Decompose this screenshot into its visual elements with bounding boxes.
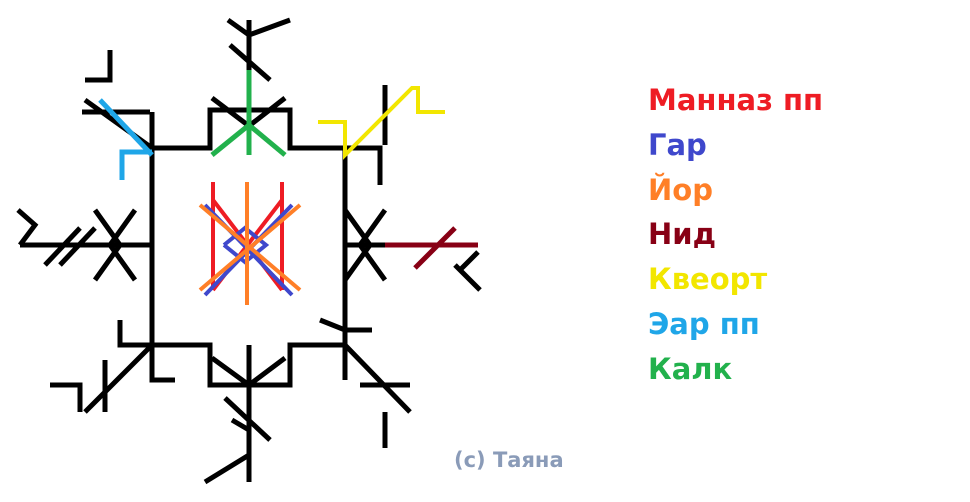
arm-right-branch-1 xyxy=(342,208,374,282)
arm-top-branch-2 xyxy=(228,43,272,82)
legend-item-mannaz: Манназ пп xyxy=(648,83,824,117)
arm-lower-left xyxy=(83,343,154,414)
arm-right-branch-2 xyxy=(356,208,388,282)
arm-left-branch-3 xyxy=(16,208,39,247)
arm-lower-left-branch-3 xyxy=(50,382,83,412)
arm-lower-left-branch-1 xyxy=(117,320,195,348)
arm-upper-right-branch-1 xyxy=(345,145,383,185)
arm-bottom-branch-2 xyxy=(223,396,272,442)
rune-ior xyxy=(198,182,302,305)
arm-lower-left-branch-2 xyxy=(149,300,175,383)
arm-right-branch-4 xyxy=(458,250,480,272)
arm-left-branch-2 xyxy=(106,208,138,282)
arm-bottom-branch-4 xyxy=(230,417,251,433)
legend-item-gar: Гар xyxy=(648,127,707,162)
arm-left-branch-4 xyxy=(43,226,82,267)
legend-item-ear: Эар пп xyxy=(648,306,760,341)
legend-item-kalk: Калк xyxy=(648,351,733,386)
arm-upper-left-branch-1 xyxy=(85,50,113,83)
rune-nid xyxy=(385,226,478,270)
arm-lower-right xyxy=(343,343,412,414)
arm-bottom-branch-1 xyxy=(210,355,287,389)
legend-item-ior: Йор xyxy=(648,172,713,207)
base-stave xyxy=(16,17,482,485)
arm-lower-right-branch-2 xyxy=(319,317,372,333)
rune-ear xyxy=(98,98,154,180)
arm-bottom-branch-3 xyxy=(203,452,251,485)
legend: Манназ пп Гар Йор Нид Квеорт Эар пп Калк xyxy=(648,78,823,392)
copyright-text: (c) Таяна xyxy=(454,448,564,472)
legend-item-nid: Нид xyxy=(648,217,717,252)
arm-left-branch-1 xyxy=(92,208,124,282)
arm-top-branch-1 xyxy=(226,17,291,38)
arm-lower-right-branch-1 xyxy=(295,342,348,380)
rune-kalk xyxy=(210,70,287,157)
arm-upper-left-branch-3 xyxy=(149,112,200,151)
legend-item-kveort: Квеорт xyxy=(648,262,768,297)
arm-left-branch-5 xyxy=(58,226,97,267)
rune-kveort xyxy=(318,86,445,160)
